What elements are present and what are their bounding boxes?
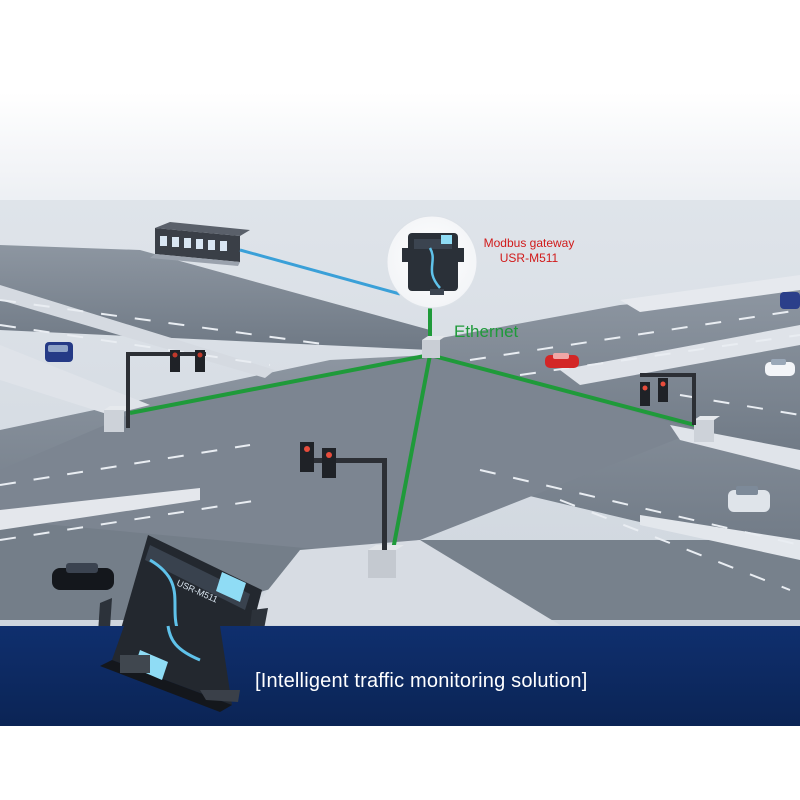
junction-box-icon xyxy=(104,336,720,578)
road-network xyxy=(0,245,800,625)
control-link xyxy=(239,248,401,296)
ethernet-links xyxy=(129,308,696,551)
product-device-overlay xyxy=(100,625,240,712)
traffic-light-icon xyxy=(126,350,696,550)
caption-text: [Intelligent traffic monitoring solution… xyxy=(255,670,588,692)
gateway-label-line1: Modbus gateway xyxy=(483,236,575,250)
gateway-device-icon xyxy=(386,215,478,309)
gateway-label-line2: USR-M511 xyxy=(499,251,559,265)
ethernet-label: Ethernet xyxy=(454,322,519,341)
top-margin xyxy=(0,0,800,92)
car-icon xyxy=(45,292,800,590)
gateway-label: Modbus gateway USR-M511 xyxy=(474,236,584,266)
control-center-icon xyxy=(150,222,250,266)
bottom-margin xyxy=(0,726,800,800)
